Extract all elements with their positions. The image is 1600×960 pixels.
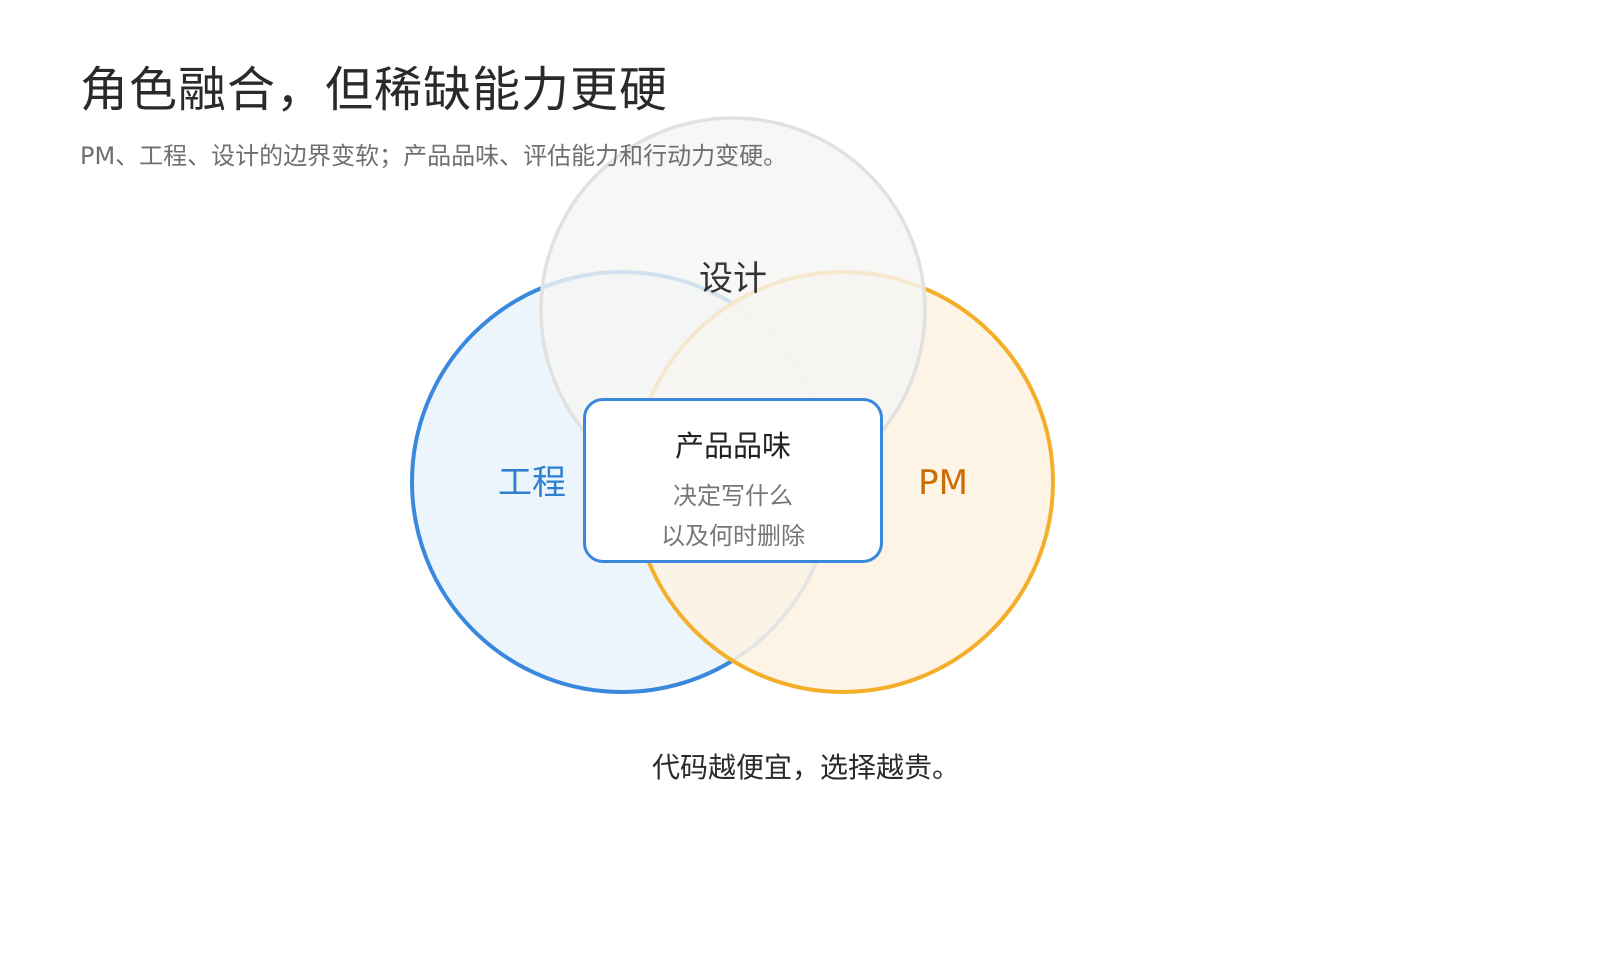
label-design: 设计 — [699, 259, 767, 299]
page-subtitle: PM、工程、设计的边界变软；产品品味、评估能力和行动力变硬。 — [80, 142, 788, 170]
label-pm: PM — [918, 463, 968, 503]
center-card-product-taste: 产品品味 决定写什么 以及何时删除 — [583, 398, 883, 563]
center-card-line-2: 以及何时删除 — [661, 522, 805, 550]
center-card-title: 产品品味 — [674, 429, 791, 463]
center-card-line-1: 决定写什么 — [673, 482, 793, 510]
center-card-description: 决定写什么 以及何时删除 — [586, 476, 880, 556]
page-title: 角色融合，但稀缺能力更硬 — [80, 62, 669, 118]
label-engineering: 工程 — [498, 463, 566, 503]
footer-note: 代码越便宜，选择越贵。 — [651, 751, 960, 784]
